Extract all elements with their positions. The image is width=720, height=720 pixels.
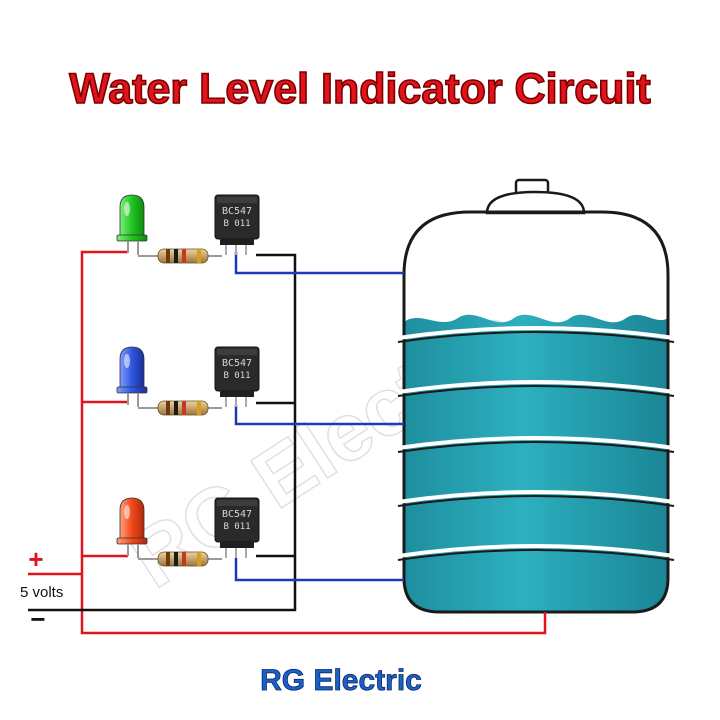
circuit-stage-red: BC547 B 011 — [116, 497, 260, 567]
green-led — [116, 194, 148, 255]
transistor-marking: BC547 — [222, 358, 252, 369]
blue-led — [116, 346, 148, 407]
supply-voltage-label: 5 volts — [20, 584, 63, 601]
tank-ribs — [397, 326, 675, 561]
tank-lid — [485, 190, 586, 215]
transistor-code: B 011 — [223, 522, 250, 532]
resistor — [138, 400, 222, 416]
red-led — [116, 497, 148, 558]
tank-body — [402, 210, 670, 614]
transistor-marking: BC547 — [222, 509, 252, 520]
positive-wire — [28, 250, 547, 635]
water-tank — [397, 178, 675, 614]
circuit-stage-green: BC547 B 011 — [116, 194, 260, 264]
transistor-marking: BC547 — [222, 206, 252, 217]
supply-plus: + — [28, 544, 43, 574]
bc547-transistor: BC547 B 011 — [214, 194, 260, 255]
resistor — [138, 551, 222, 567]
probe-wires — [234, 252, 404, 582]
resistor — [138, 248, 222, 264]
transistor-code: B 011 — [223, 371, 250, 381]
ground-wire — [28, 253, 297, 612]
bc547-transistor: BC547 B 011 — [214, 346, 260, 407]
circuit-stage-blue: BC547 B 011 — [116, 346, 260, 416]
water-fill — [404, 314, 668, 612]
brand-label: RG Electric — [260, 664, 422, 697]
supply-minus: − — [30, 604, 45, 634]
page-title: Water Level Indicator Circuit — [69, 65, 650, 113]
bc547-transistor: BC547 B 011 — [214, 497, 260, 558]
transistor-code: B 011 — [223, 219, 250, 229]
